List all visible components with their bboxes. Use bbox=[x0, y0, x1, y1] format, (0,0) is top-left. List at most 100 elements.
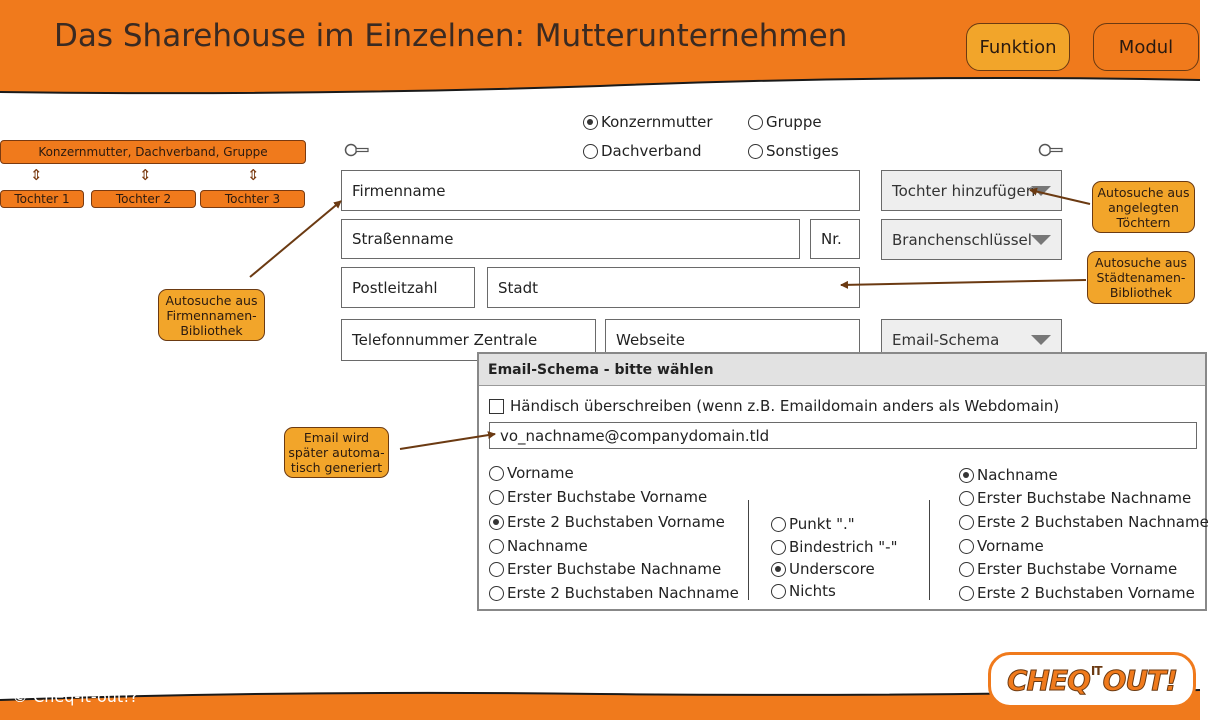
stadt-input[interactable]: Stadt bbox=[487, 267, 860, 308]
radio-circle[interactable] bbox=[771, 539, 786, 555]
radio-label: Erste 2 Buchstaben Nachname bbox=[507, 584, 739, 602]
radio-circle[interactable] bbox=[959, 514, 974, 530]
plz-input[interactable]: Postleitzahl bbox=[341, 267, 475, 308]
option-erste-2-buchstaben-nachname[interactable]: Erste 2 Buchstaben Nachname bbox=[959, 513, 1209, 531]
org-parent-box: Konzernmutter, Dachverband, Gruppe bbox=[0, 140, 306, 164]
override-label: Händisch überschreiben (wenn z.B. Emaild… bbox=[510, 397, 1060, 415]
org-child-box: Tochter 1 bbox=[0, 190, 84, 208]
separator-punkt[interactable]: Punkt "." bbox=[771, 515, 855, 533]
radio-circle[interactable] bbox=[489, 538, 504, 554]
radio-label: Erster Buchstabe Nachname bbox=[977, 489, 1192, 507]
callout-line: Autosuche aus bbox=[1094, 255, 1187, 270]
updown-arrow-icon: ⇕ bbox=[139, 166, 152, 184]
chevron-down-icon bbox=[1031, 234, 1051, 245]
option-vorname[interactable]: Vorname bbox=[489, 464, 574, 482]
radio-label: Bindestrich "-" bbox=[789, 538, 898, 556]
column-divider bbox=[748, 500, 749, 600]
callout-line: Firmennamen- bbox=[166, 307, 257, 323]
radio-circle[interactable] bbox=[489, 585, 504, 601]
radio-circle[interactable] bbox=[748, 114, 763, 130]
option-nachname[interactable]: Nachname bbox=[959, 466, 1058, 484]
callout-line: tisch generiert bbox=[290, 460, 383, 475]
callout-line: angelegten bbox=[1108, 199, 1179, 215]
radio-circle[interactable] bbox=[959, 490, 974, 506]
hausnummer-input[interactable]: Nr. bbox=[810, 219, 860, 259]
logo-part: OUT! bbox=[1102, 663, 1178, 697]
logo-wordmark: CHEQITOUT! bbox=[1007, 663, 1179, 697]
separator-bindestrich[interactable]: Bindestrich "-" bbox=[771, 538, 897, 556]
key-icon[interactable] bbox=[1038, 143, 1063, 157]
override-checkbox-row[interactable]: Händisch überschreiben (wenn z.B. Emaild… bbox=[489, 397, 1059, 415]
branche-select[interactable]: Branchenschlüssel bbox=[881, 219, 1062, 260]
radio-label: Konzernmutter bbox=[601, 113, 713, 131]
radio-dachverband[interactable]: Dachverband bbox=[583, 142, 702, 160]
telefon-input[interactable]: Telefonnummer Zentrale bbox=[341, 319, 596, 361]
radio-circle[interactable] bbox=[583, 114, 598, 130]
dialog-title: Email-Schema - bitte wählen bbox=[479, 354, 1205, 386]
radio-circle[interactable] bbox=[771, 583, 786, 599]
radio-circle[interactable] bbox=[489, 489, 504, 505]
radio-circle[interactable] bbox=[489, 514, 504, 530]
callout-line: Autosuche aus bbox=[165, 292, 258, 308]
radio-label: Underscore bbox=[789, 560, 875, 578]
tochter-select[interactable]: Tochter hinzufügen bbox=[881, 170, 1062, 211]
callout-line: Töchtern bbox=[1116, 214, 1171, 230]
radio-circle[interactable] bbox=[959, 561, 974, 577]
radio-label: Vorname bbox=[507, 464, 574, 482]
email-preview-field[interactable]: vo_nachname@companydomain.tld bbox=[489, 422, 1197, 449]
radio-circle[interactable] bbox=[748, 143, 763, 159]
separator-underscore[interactable]: Underscore bbox=[771, 560, 875, 578]
radio-label: Erster Buchstabe Vorname bbox=[507, 488, 708, 506]
option-erste-2-buchstaben-nachname[interactable]: Erste 2 Buchstaben Nachname bbox=[489, 584, 739, 602]
option-erster-buchstabe-nachname[interactable]: Erster Buchstabe Nachname bbox=[959, 489, 1191, 507]
radio-label: Gruppe bbox=[766, 113, 822, 131]
email-schema-dialog: Email-Schema - bitte wählen Händisch übe… bbox=[477, 352, 1209, 611]
radio-circle[interactable] bbox=[489, 561, 504, 577]
page-title: Das Sharehouse im Einzelnen: Mutterunter… bbox=[54, 18, 848, 54]
radio-label: Dachverband bbox=[601, 142, 702, 160]
radio-label: Erster Buchstabe Nachname bbox=[507, 560, 722, 578]
firmenname-input[interactable]: Firmenname bbox=[341, 170, 860, 211]
radio-circle[interactable] bbox=[583, 143, 598, 159]
option-erste-2-buchstaben-vorname[interactable]: Erste 2 Buchstaben Vorname bbox=[489, 513, 725, 531]
radio-label: Erste 2 Buchstaben Vorname bbox=[507, 513, 725, 531]
radio-label: Nachname bbox=[507, 537, 588, 555]
option-erster-buchstabe-vorname[interactable]: Erster Buchstabe Vorname bbox=[959, 560, 1177, 578]
radio-label: Nichts bbox=[789, 582, 836, 600]
radio-label: Sonstiges bbox=[766, 142, 839, 160]
option-erster-buchstabe-vorname[interactable]: Erster Buchstabe Vorname bbox=[489, 488, 707, 506]
radio-circle[interactable] bbox=[959, 467, 974, 483]
option-erste-2-buchstaben-vorname[interactable]: Erste 2 Buchstaben Vorname bbox=[959, 584, 1195, 602]
radio-gruppe[interactable]: Gruppe bbox=[748, 113, 822, 131]
radio-circle[interactable] bbox=[771, 516, 786, 532]
radio-label: Punkt "." bbox=[789, 515, 855, 533]
radio-circle[interactable] bbox=[959, 585, 974, 601]
callout-line: Städtenamen- bbox=[1096, 270, 1186, 285]
radio-sonstiges[interactable]: Sonstiges bbox=[748, 142, 839, 160]
separator-nichts[interactable]: Nichts bbox=[771, 582, 836, 600]
org-child-box: Tochter 3 bbox=[200, 190, 305, 208]
funktion-button[interactable]: Funktion bbox=[966, 23, 1070, 71]
radio-label: Nachname bbox=[977, 466, 1058, 484]
copyright-text: © Cheq-it-out!? bbox=[12, 687, 139, 706]
override-checkbox[interactable] bbox=[489, 398, 504, 414]
radio-circle[interactable] bbox=[959, 538, 974, 554]
key-icon[interactable] bbox=[344, 143, 369, 157]
radio-circle[interactable] bbox=[489, 465, 504, 481]
logo-part: CHEQ bbox=[1007, 663, 1092, 697]
logo-part: IT bbox=[1090, 663, 1103, 678]
option-vorname[interactable]: Vorname bbox=[959, 537, 1044, 555]
radio-konzernmutter[interactable]: Konzernmutter bbox=[583, 113, 713, 131]
modul-button[interactable]: Modul bbox=[1093, 23, 1199, 71]
option-nachname[interactable]: Nachname bbox=[489, 537, 588, 555]
callout-line: Bibliothek bbox=[180, 322, 243, 338]
option-erster-buchstabe-nachname[interactable]: Erster Buchstabe Nachname bbox=[489, 560, 721, 578]
radio-circle[interactable] bbox=[771, 561, 786, 577]
updown-arrow-icon: ⇕ bbox=[30, 166, 43, 184]
strasse-input[interactable]: Straßenname bbox=[341, 219, 800, 259]
select-value: Tochter hinzufügen bbox=[892, 181, 1036, 200]
